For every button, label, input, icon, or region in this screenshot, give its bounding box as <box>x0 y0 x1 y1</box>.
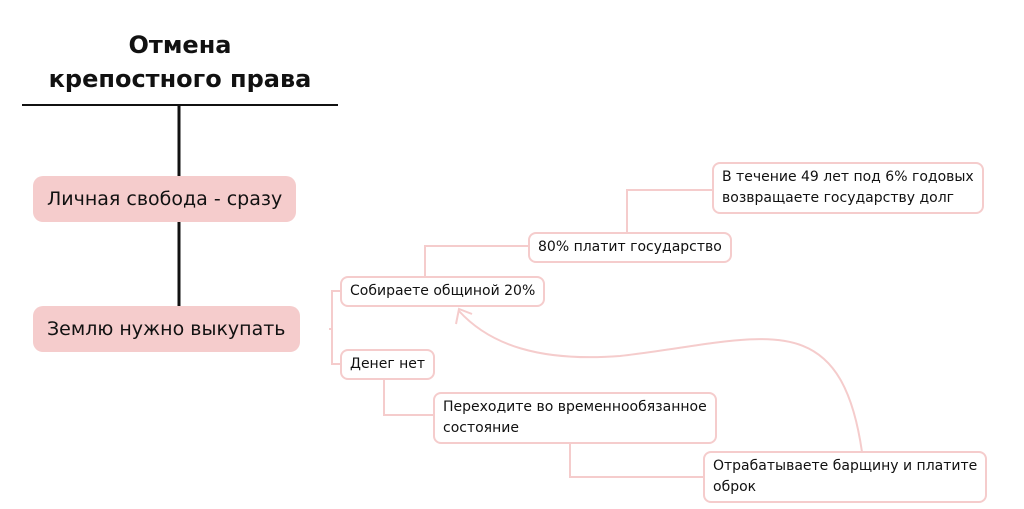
connector-community-to-state <box>424 245 528 276</box>
node-temporary-line-1: Переходите во временнообязанное <box>443 399 707 415</box>
return-arrow-curve <box>458 310 863 453</box>
node-temporary-line-2: состояние <box>443 420 519 436</box>
node-state-pays-80: 80% платит государство <box>528 232 732 263</box>
connector-to-no-money <box>331 329 340 365</box>
connector-temporary-to-corvee <box>569 440 703 478</box>
title-line-2: крепостного права <box>48 65 312 93</box>
node-repay-debt-line-2: возвращаете государству долг <box>722 190 955 206</box>
node-corvee-line-1: Отрабатываете барщину и платите <box>713 458 978 474</box>
node-no-money: Денег нет <box>340 349 436 380</box>
return-arrow-head <box>455 307 473 325</box>
diagram-title: Отмена крепостного права <box>22 28 338 96</box>
node-community-20: Собираете общиной 20% <box>340 276 546 307</box>
node-temporary-obligated: Переходите во временнообязанное состояни… <box>433 392 717 444</box>
node-repay-debt-line-1: В течение 49 лет под 6% годовых <box>722 169 974 185</box>
node-land-buyout: Землю нужно выкупать <box>33 306 300 352</box>
connector-no-money-to-temporary <box>383 378 433 416</box>
node-personal-freedom: Личная свобода - сразу <box>33 176 297 222</box>
connector-state-to-repay <box>626 189 712 232</box>
connector-to-community <box>329 290 340 330</box>
title-line-1: Отмена <box>128 31 232 59</box>
node-repay-debt: В течение 49 лет под 6% годовых возвраща… <box>712 162 984 214</box>
node-corvee-quitrent: Отрабатываете барщину и платите оброк <box>703 451 988 503</box>
node-corvee-line-2: оброк <box>713 479 757 495</box>
